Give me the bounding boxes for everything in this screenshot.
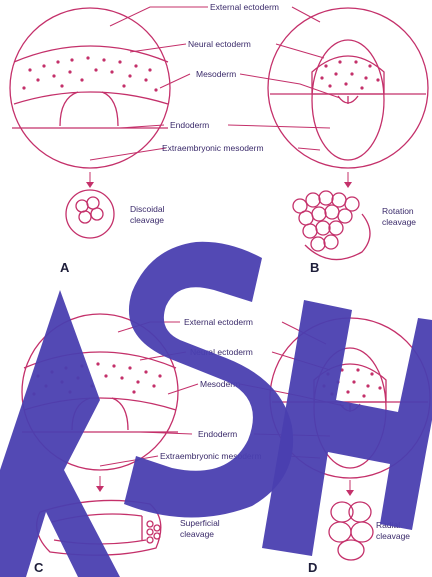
panel-a-cleavage-line2: cleavage	[130, 215, 164, 225]
label-extraembryonic-mesoderm-top: Extraembryonic mesoderm	[162, 143, 264, 153]
panel-b-dots	[320, 60, 379, 89]
panel-c-cleavage-line2: cleavage	[180, 529, 214, 539]
panel-a-cleavage-line1: Discoidal	[130, 204, 165, 214]
watermark-letter-a	[0, 290, 120, 577]
panel-d-letter: D	[308, 560, 317, 575]
panel-a-dots	[22, 56, 157, 91]
panel-b-cleavage-line2: cleavage	[382, 217, 416, 227]
panel-b-cleavage	[293, 172, 370, 260]
panel-b-sphere	[268, 8, 428, 168]
watermark-letter-h	[262, 300, 432, 556]
label-endoderm-bottom: Endoderm	[198, 429, 237, 439]
panel-c-cleavage-line1: Superficial	[180, 518, 220, 528]
panel-a-cleavage	[66, 172, 114, 238]
label-mesoderm-top: Mesoderm	[196, 69, 236, 79]
panel-b-letter: B	[310, 260, 319, 275]
label-external-ectoderm-bottom: External ectoderm	[184, 317, 253, 327]
panel-a-letter: A	[60, 260, 70, 275]
panel-d-cleavage-line2: cleavage	[376, 531, 410, 541]
panel-d-cleavage	[329, 480, 373, 560]
label-external-ectoderm-top: External ectoderm	[210, 2, 279, 12]
label-neural-ectoderm-top: Neural ectoderm	[188, 39, 251, 49]
panel-c-letter: C	[34, 560, 44, 575]
panel-a-sphere	[10, 8, 170, 168]
panel-b-cleavage-line1: Rotation	[382, 206, 414, 216]
top-leader-lines	[90, 7, 340, 160]
label-endoderm-top: Endoderm	[170, 120, 209, 130]
